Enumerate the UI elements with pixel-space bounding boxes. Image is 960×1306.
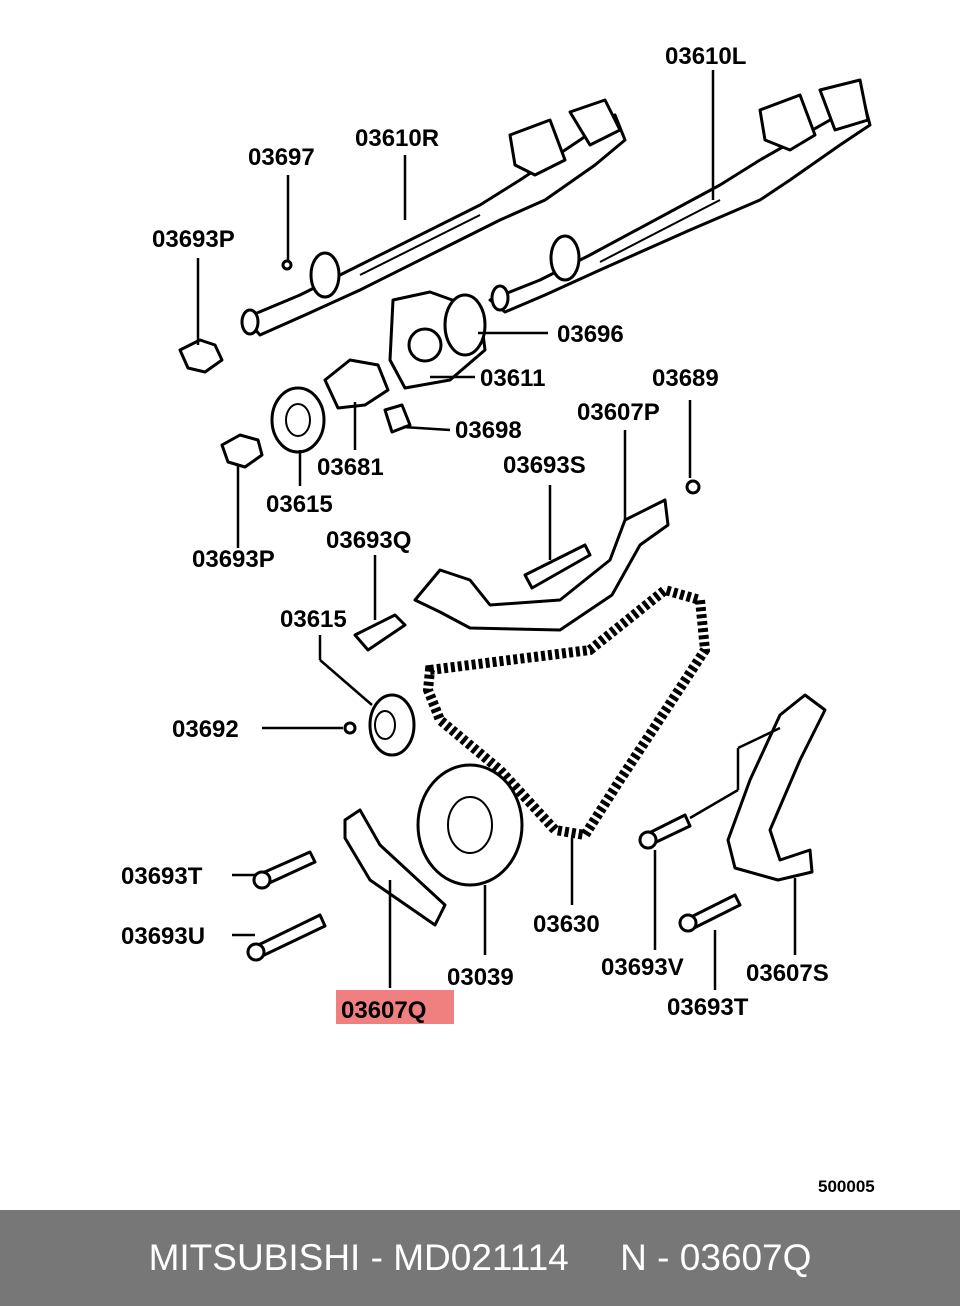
label-03607S: 03607S [746, 960, 829, 987]
label-03039: 03039 [447, 964, 514, 991]
label-03610R: 03610R [355, 125, 439, 152]
bolt-03693P-bottom [220, 433, 264, 469]
timing-chain-exploded-diagram: 03610L 03610R 03697 03693P 03696 03611 0… [121, 43, 875, 1196]
reference-number: 500005 [818, 1177, 875, 1196]
bolt-03693S [523, 543, 592, 590]
camshaft-right [240, 98, 627, 337]
camshaft-left [488, 78, 872, 314]
footer-ref-code: 03607Q [679, 1237, 812, 1278]
label-03611: 03611 [480, 365, 545, 392]
label-03693S: 03693S [503, 452, 586, 479]
label-03693T-right: 03693T [667, 994, 749, 1021]
chain-guide-03607P [413, 498, 670, 632]
leader-lines [196, 70, 797, 990]
key-03692 [343, 721, 357, 735]
label-03693Q: 03693Q [326, 527, 411, 554]
label-03693P-bottom: 03693P [192, 546, 275, 573]
chain-guide-03607Q [343, 808, 447, 927]
label-03693T-left: 03693T [121, 863, 203, 890]
label-03607Q: 03607Q [341, 997, 426, 1024]
clip-03689 [685, 479, 701, 495]
label-03693P-top: 03693P [152, 226, 235, 253]
label-03693V: 03693V [601, 954, 684, 981]
tensioner-lever-03607S [726, 693, 827, 882]
label-03693U: 03693U [121, 923, 205, 950]
footer-brand: MITSUBISHI [148, 1237, 361, 1278]
label-03615-top: 03615 [266, 491, 333, 518]
label-03610L: 03610L [665, 43, 746, 70]
footer-gap [569, 1237, 620, 1279]
label-03697: 03697 [248, 144, 315, 171]
label-03692: 03692 [172, 716, 239, 743]
bolt-03693P-top [178, 338, 224, 374]
footer-bar: MITSUBISHI - MD021114 N - 03607Q [0, 1210, 960, 1306]
label-03607P: 03607P [577, 399, 660, 426]
bushing-03681 [323, 358, 390, 410]
footer-n-prefix: N - [620, 1237, 680, 1278]
label-03681: 03681 [317, 454, 384, 481]
timing-chain-03630 [422, 584, 711, 841]
label-03615-mid: 03615 [280, 606, 347, 633]
footer-part-number: MD021114 [393, 1237, 569, 1278]
label-03630: 03630 [533, 911, 600, 938]
sprocket-03615-top [270, 386, 326, 454]
pin-03697 [281, 259, 293, 271]
bolt-03693Q [353, 613, 407, 652]
bolt-03698 [383, 403, 412, 434]
label-03689: 03689 [652, 365, 719, 392]
seal-03696 [443, 293, 487, 357]
label-03698: 03698 [455, 417, 522, 444]
crank-sprocket-03039 [416, 763, 524, 887]
label-03696: 03696 [557, 321, 624, 348]
footer-separator: - [360, 1237, 394, 1278]
sprocket-03615-mid [368, 693, 416, 757]
highlight-box [336, 990, 454, 1024]
